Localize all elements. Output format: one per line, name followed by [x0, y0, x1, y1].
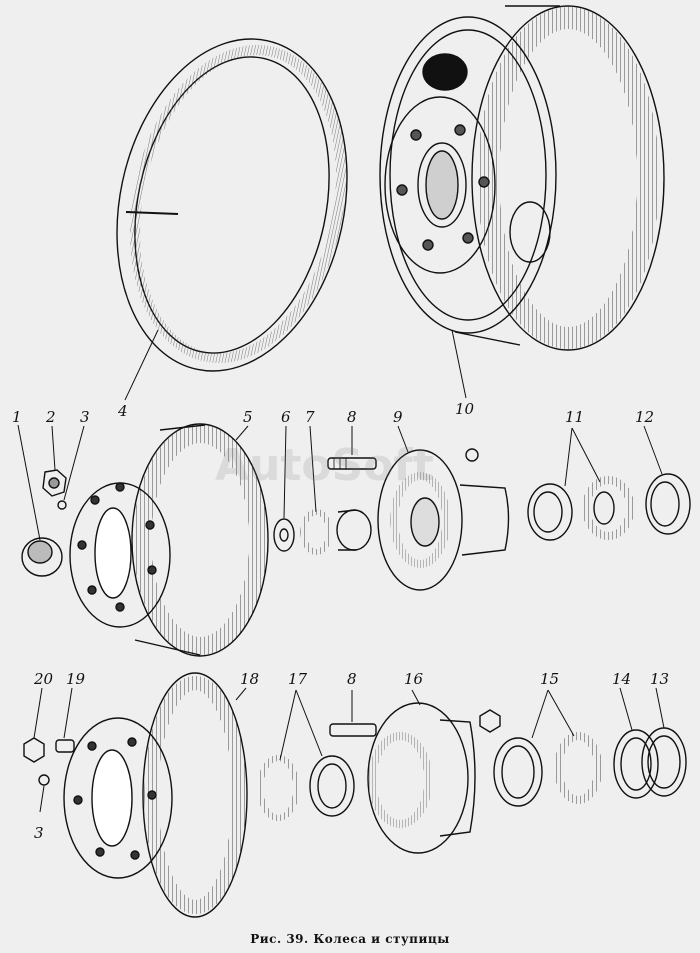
- callout-9: 9: [393, 408, 403, 426]
- bearing-15: [493, 732, 602, 807]
- hub-16: [367, 702, 501, 854]
- washer-6: [273, 518, 295, 552]
- callout-5: 5: [243, 408, 253, 426]
- callout-8-upper: 8: [347, 408, 357, 426]
- ring-13: [641, 727, 687, 797]
- seal-14: [613, 729, 659, 799]
- callout-19: 19: [66, 670, 86, 688]
- seal-12: [645, 473, 691, 535]
- stud-8-lower: [329, 723, 377, 737]
- figure-caption: Рис. 39. Колеса и ступицы: [250, 932, 450, 946]
- callout-8-lower: 8: [347, 670, 357, 688]
- stud-3-lower: [38, 774, 50, 786]
- callout-2: 2: [46, 408, 56, 426]
- stud-8-upper: [327, 457, 377, 470]
- wheel-disc: [379, 5, 665, 351]
- callout-12: 12: [635, 408, 655, 426]
- callout-10: 10: [455, 400, 475, 418]
- callout-18: 18: [240, 670, 260, 688]
- callout-4: 4: [118, 402, 128, 420]
- wheel-nut-1: [21, 537, 63, 577]
- callout-1: 1: [12, 408, 22, 426]
- bearing-17: [257, 755, 355, 821]
- callout-7: 7: [305, 408, 315, 426]
- callout-3-lower: 3: [34, 824, 44, 842]
- stud-19: [55, 739, 75, 753]
- bearing-11: [527, 476, 634, 541]
- callout-11: 11: [565, 408, 585, 426]
- callout-3-upper: 3: [80, 408, 90, 426]
- callout-16: 16: [404, 670, 424, 688]
- callout-17: 17: [288, 670, 308, 688]
- watermark: AutoSoft: [215, 440, 434, 491]
- callout-6: 6: [281, 408, 291, 426]
- nut-20: [23, 737, 45, 763]
- brake-drum-lower: [63, 672, 248, 918]
- nut-2: [42, 469, 67, 497]
- stud-3-upper: [57, 500, 67, 510]
- callout-20: 20: [34, 670, 54, 688]
- split-rim-ring: [116, 38, 348, 372]
- bearing-7: [300, 509, 372, 555]
- callout-14: 14: [612, 670, 632, 688]
- callout-13: 13: [650, 670, 670, 688]
- hub-9: [377, 448, 510, 591]
- leader-lines: [17, 329, 665, 813]
- brake-drum-upper: [69, 423, 269, 657]
- callout-15: 15: [540, 670, 560, 688]
